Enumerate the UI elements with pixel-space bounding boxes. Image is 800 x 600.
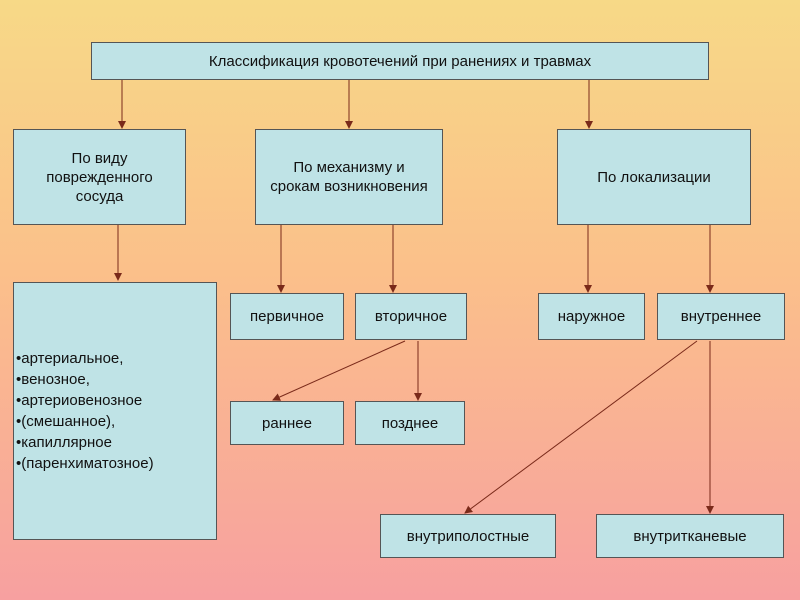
- list-item: капиллярное: [16, 432, 154, 453]
- intratissue-box: внутритканевые: [596, 514, 784, 558]
- list-item: артериовенозное: [16, 390, 154, 411]
- secondary-box: вторичное: [355, 293, 467, 340]
- internal-box: внутреннее: [657, 293, 785, 340]
- list-item: артериальное,: [16, 348, 154, 369]
- category-mechanism: По механизму и срокам возникновения: [255, 129, 443, 225]
- category-vessel-type: По виду поврежденного сосуда: [13, 129, 186, 225]
- late-box: позднее: [355, 401, 465, 445]
- category-localization: По локализации: [557, 129, 751, 225]
- arrow-internal-to-intracavitary: [464, 340, 698, 514]
- intracavitary-box: внутриполостные: [380, 514, 556, 558]
- primary-box: первичное: [230, 293, 344, 340]
- early-box: раннее: [230, 401, 344, 445]
- arrow-secondary-to-early: [272, 340, 406, 401]
- list-item: венозное,: [16, 369, 154, 390]
- list-item: (паренхиматозное): [16, 453, 153, 474]
- list-item: (смешанное),: [16, 411, 154, 432]
- title-box: Классификация кровотечений при ранениях …: [91, 42, 709, 80]
- vessel-types-list: артериальное, венозное, артериовенозное …: [13, 282, 217, 540]
- external-box: наружное: [538, 293, 645, 340]
